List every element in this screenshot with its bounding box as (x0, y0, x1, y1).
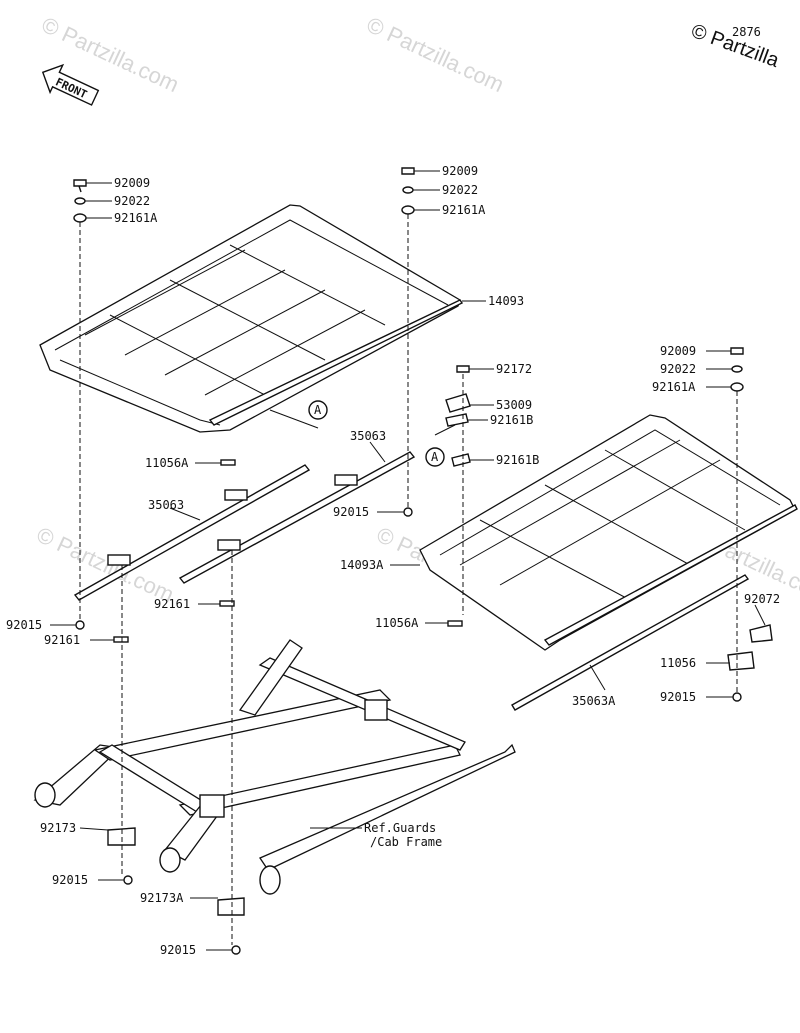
part-label: 35063 (350, 429, 386, 443)
part-label: 92161B (496, 453, 539, 467)
diagram-code: 2876 (732, 25, 761, 39)
hardware-stack-b (401, 167, 415, 215)
part-label: 92161B (490, 413, 533, 427)
part-label: 92009 (442, 164, 478, 178)
part-label: 35063 (148, 498, 184, 512)
fasteners (75, 459, 773, 955)
part-label: 92015 (52, 873, 88, 887)
part-label: 92173 (40, 821, 76, 835)
assembly-lines (79, 214, 738, 945)
part-label: 92015 (6, 618, 42, 632)
part-labels: 92009 92022 92161A 92009 92022 92161A 14… (6, 164, 780, 957)
part-label: 92015 (160, 943, 196, 957)
hardware-stack-a (73, 179, 87, 223)
watermark: © Partzilla.com (33, 522, 178, 607)
ref-a-label: A (314, 403, 322, 417)
part-label: 92009 (114, 176, 150, 190)
part-label: 11056A (375, 616, 419, 630)
part-label: 11056 (660, 656, 696, 670)
front-arrow-icon: FRONT (41, 63, 100, 106)
ref-note-line-1: Ref.Guards (364, 821, 436, 835)
part-label: 92173A (140, 891, 184, 905)
part-label: 92022 (442, 183, 478, 197)
part-label: 53009 (496, 398, 532, 412)
bracket-35063-left (73, 464, 311, 601)
part-label: 92015 (333, 505, 369, 519)
part-label: 92072 (744, 592, 780, 606)
bracket-35063A (511, 574, 750, 711)
part-label: 11056A (145, 456, 189, 470)
part-label: 92015 (660, 690, 696, 704)
part-label: 14093 (488, 294, 524, 308)
roof-panel-rear (39, 204, 464, 433)
part-label: 92022 (114, 194, 150, 208)
roof-panel-front (419, 414, 798, 651)
part-label: 14093A (340, 558, 384, 572)
part-label: 92009 (660, 344, 696, 358)
watermark: © Partzilla.com (363, 12, 508, 97)
part-label: 92172 (496, 362, 532, 376)
part-label: 92161A (114, 211, 158, 225)
part-label: 92022 (660, 362, 696, 376)
part-label: 92161 (44, 633, 80, 647)
part-label: 92161 (154, 597, 190, 611)
leader-lines (50, 170, 766, 951)
hardware-stack-c (730, 347, 744, 392)
cab-frame (33, 639, 516, 895)
part-label: 92161A (652, 380, 696, 394)
part-label: 92161A (442, 203, 486, 217)
bracket-35063-right (178, 451, 416, 584)
bolt-92172 (456, 365, 470, 373)
ref-a-marker: A A (308, 400, 445, 467)
ref-note-line-2: /Cab Frame (370, 835, 442, 849)
part-label: 35063A (572, 694, 616, 708)
bracket-53009 (445, 393, 471, 467)
ref-a-label: A (431, 450, 439, 464)
